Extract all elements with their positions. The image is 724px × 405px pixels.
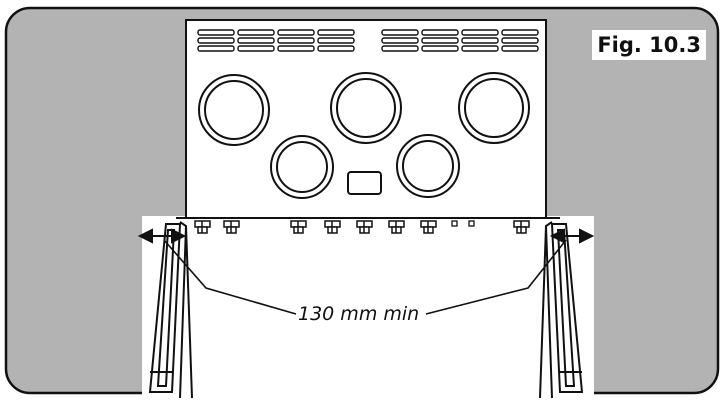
dimension-arrow-right [549,228,595,244]
knob [356,220,373,234]
large-ring-left [198,74,270,146]
cooker-body [179,221,553,399]
left-cabinet-side [148,223,182,393]
right-cabinet-side [550,223,584,393]
small-ring-right [396,134,460,198]
indicator-light [468,220,475,227]
knob [513,220,530,234]
vent-grille-left [197,29,355,52]
knob [223,220,240,234]
touch-control-panel [347,171,382,195]
vent-grille-right [381,29,539,52]
dimension-label: 130 mm min [298,303,420,325]
small-ring-left [270,135,334,199]
figure-label: Fig. 10.3 [592,30,706,60]
knob [194,220,211,234]
knob [420,220,437,234]
hob-rings [198,72,530,199]
knob [324,220,341,234]
leader-lines [163,239,567,315]
control-knobs [194,220,530,234]
dimension-arrow-left [137,228,187,244]
large-ring-right [458,72,530,144]
knob [290,220,307,234]
indicator-light [451,220,458,227]
cabinet-area [142,216,594,398]
large-ring-centre [330,72,402,144]
knob [388,220,405,234]
